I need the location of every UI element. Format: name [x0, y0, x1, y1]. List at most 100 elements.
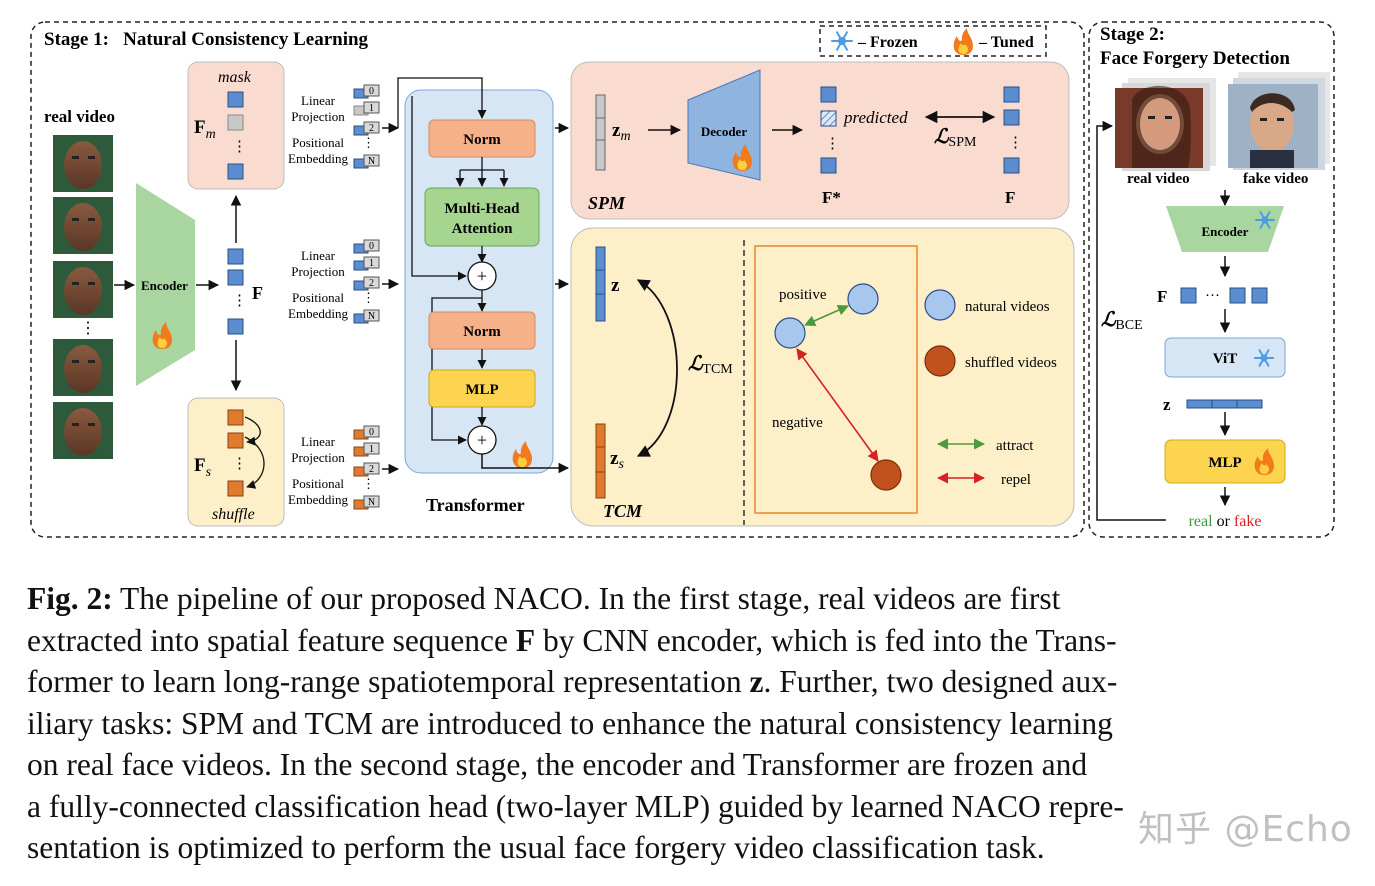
multi-head-attention-block: [424, 187, 540, 247]
z-label: z: [611, 275, 620, 296]
projection-label: Embedding: [288, 151, 348, 166]
caption-lead: Fig. 2:: [27, 581, 113, 616]
position-index-label: 0: [369, 241, 374, 252]
loss-tcm-label: ℒTCM: [688, 353, 733, 377]
position-token: [363, 121, 380, 134]
stage1-frame: [30, 21, 1085, 538]
legend-tuned-label: – Tuned: [978, 34, 1034, 51]
projection-label: Positional: [292, 476, 344, 491]
position-token: [363, 495, 380, 508]
position-index-label: N: [368, 311, 375, 322]
svg-text:···: ···: [1205, 288, 1220, 304]
vdots: ⋮: [362, 290, 375, 305]
attract-label: attract: [996, 438, 1034, 454]
snowflake-icon: [831, 31, 853, 51]
zs-label: zs: [610, 448, 624, 472]
stage2-z-vector: [1186, 399, 1263, 409]
natural-videos-label: natural videos: [965, 299, 1050, 315]
encoder-block: [136, 183, 195, 386]
svg-text:⋮: ⋮: [232, 139, 247, 155]
position-index-label: 1: [369, 258, 374, 269]
masked-token: [227, 114, 244, 131]
position-index-label: 2: [369, 123, 374, 134]
stage2-frame: [1088, 21, 1335, 538]
position-index-label: 1: [369, 103, 374, 114]
face-frame-image: [53, 339, 113, 396]
stage2-encoder-label: Encoder: [1202, 224, 1249, 239]
figure-caption: Fig. 2: The pipeline of our proposed NAC…: [27, 578, 1337, 869]
stage2-mlp-block: [1164, 439, 1286, 484]
projection-label: Positional: [292, 290, 344, 305]
caption-line: on real face videos. In the second stage…: [27, 747, 1088, 782]
position-token: [363, 276, 380, 289]
vdots: ⋮: [80, 320, 96, 337]
position-token: [363, 309, 380, 322]
feature-f-tokens: ⋮: [227, 248, 247, 335]
stage2-title-2: Face Forgery Detection: [1100, 48, 1290, 69]
caption-line: Fig. 2: The pipeline of our proposed NAC…: [27, 581, 1061, 616]
position-token: [363, 239, 380, 252]
fs-label: Fs: [194, 455, 212, 480]
snowflake-icon: [1255, 211, 1275, 229]
projection-label: Positional: [292, 135, 344, 150]
positive-label: positive: [779, 287, 827, 303]
projection-label: Embedding: [288, 492, 348, 507]
projection-label: Linear: [301, 248, 336, 263]
flame-icon: [152, 322, 172, 349]
predicted-label: predicted: [843, 108, 908, 127]
zm-vector: [595, 94, 606, 171]
feature-f-label: F: [252, 283, 263, 303]
transformer-label: Transformer: [426, 495, 525, 515]
svg-text:⋮: ⋮: [232, 293, 247, 309]
fstar-label: F*: [822, 188, 841, 207]
vit-label: ViT: [1213, 351, 1237, 367]
real-video-label: real video: [44, 107, 115, 126]
legend-box: [819, 25, 1047, 57]
pipeline-figure: Stage 1: Natural Consistency Learning – …: [30, 21, 1335, 538]
projection-label: Embedding: [288, 306, 348, 321]
caption-line: iliary tasks: SPM and TCM are introduced…: [27, 705, 1113, 741]
mlp-label: MLP: [465, 382, 498, 398]
loss-spm-label: ℒSPM: [934, 126, 977, 150]
f-target-label: F: [1005, 188, 1015, 207]
negative-label: negative: [772, 415, 823, 431]
stage2-real-label: real video: [1127, 171, 1190, 187]
caption-line: former to learn long-range spatiotempora…: [27, 664, 1118, 699]
caption-line: extracted into spatial feature sequence …: [27, 622, 1117, 658]
fake-video-image: [1228, 72, 1330, 170]
natural-legend-icon: [924, 289, 956, 321]
projection-label: Projection: [291, 264, 345, 279]
svg-text:+: +: [477, 430, 487, 450]
position-index-label: N: [368, 156, 375, 167]
tcm-panel: [570, 227, 1075, 527]
snowflake-icon: [1254, 349, 1274, 367]
svg-text:⋮: ⋮: [825, 136, 840, 152]
projection-label: Projection: [291, 109, 345, 124]
flame-icon: [953, 28, 973, 55]
norm2-label: Norm: [463, 324, 501, 340]
position-index-label: 2: [369, 278, 374, 289]
svg-text:⋮: ⋮: [1008, 135, 1023, 151]
position-token: [363, 154, 380, 167]
fm-label: Fm: [194, 117, 216, 142]
spm-name: SPM: [588, 193, 626, 213]
vdots: ⋮: [362, 476, 375, 491]
projection-label: Linear: [301, 434, 336, 449]
position-token: [363, 442, 380, 455]
stage2-encoder-block: [1166, 206, 1284, 252]
tcm-name: TCM: [603, 501, 643, 521]
shuffled-video-point: [870, 459, 902, 491]
shuffled-legend-icon: [924, 345, 956, 377]
stage2-mlp-label: MLP: [1208, 455, 1241, 471]
position-index-label: N: [368, 497, 375, 508]
mask-label: mask: [218, 69, 252, 86]
position-token: [363, 84, 380, 97]
norm1-label: Norm: [463, 132, 501, 148]
position-token: [363, 425, 380, 438]
watermark: 知乎 @Echo: [1138, 809, 1353, 850]
shuffled-videos-label: shuffled videos: [965, 355, 1057, 371]
flame-icon: [1254, 448, 1274, 475]
position-index-label: 2: [369, 464, 374, 475]
loss-bce-label: ℒBCE: [1101, 309, 1143, 333]
